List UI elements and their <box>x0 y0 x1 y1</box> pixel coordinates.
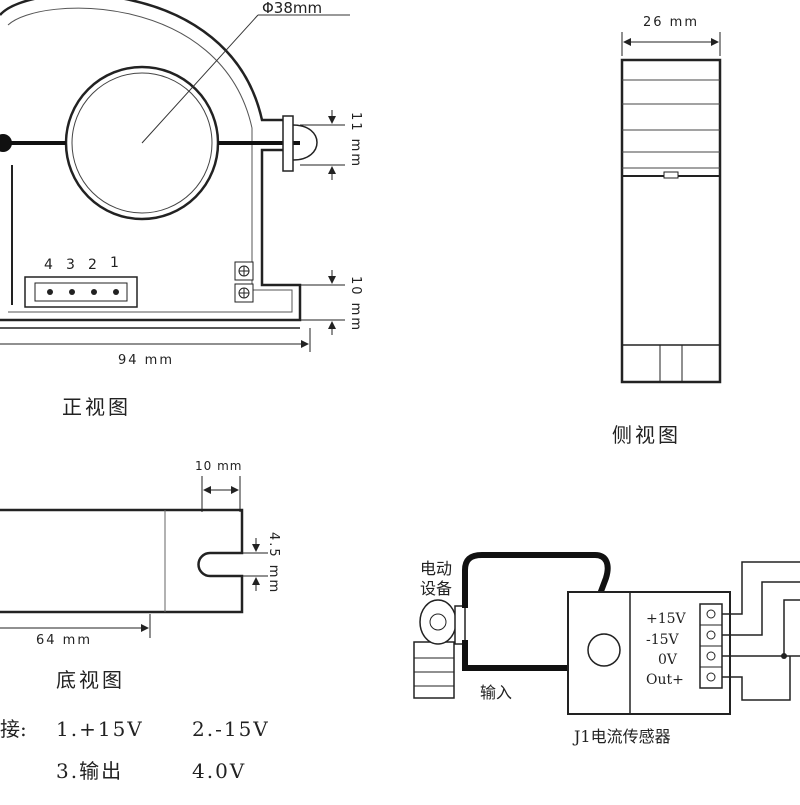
terminal-label-plus15: +15V <box>646 611 687 627</box>
pin-label-2: 2 <box>88 257 97 273</box>
front-view-caption: 正视图 <box>62 395 131 419</box>
sensor-label: J1电流传感器 <box>572 727 671 746</box>
bottom-view: 10 mm 4.5 mm 64 mm 底视图 <box>0 459 281 692</box>
input-label: 输入 <box>480 683 512 702</box>
pin-notes: 接: 1.+15V 2.-15V 3.输出 4.0V <box>0 717 270 783</box>
side-body <box>620 58 722 384</box>
dim-11mm: 11 mm <box>348 112 363 168</box>
terminal-label-minus15: -15V <box>646 632 680 648</box>
front-body-inner-outline <box>7 7 293 313</box>
front-view: Φ38mm 4 3 2 1 11 mm <box>0 0 363 419</box>
terminal-block <box>699 603 723 689</box>
pin-note-4: 4.0V <box>192 759 246 783</box>
pin-note-3: 3.输出 <box>56 759 123 783</box>
pin-label-1: 1 <box>110 255 119 271</box>
dim-10mm-bottom: 10 mm <box>195 459 242 473</box>
side-view-caption: 侧视图 <box>612 423 681 447</box>
pin-notes-prefix: 接: <box>0 717 27 741</box>
bottom-body-outline <box>0 508 244 614</box>
pin-note-1: 1.+15V <box>56 717 144 741</box>
pin-label-4: 4 <box>44 257 53 273</box>
pin-note-2: 2.-15V <box>192 717 270 741</box>
dim-94mm: 94 mm <box>118 353 174 368</box>
pin-connector: 4 3 2 1 <box>24 255 138 308</box>
dim-4-5mm: 4.5 mm <box>266 532 281 594</box>
input-wire <box>462 552 611 608</box>
bottom-view-caption: 底视图 <box>56 668 125 692</box>
device-label-line2: 设备 <box>420 579 452 598</box>
terminal-label-out: Out+ <box>646 672 684 688</box>
sensor-aperture <box>587 633 621 667</box>
dim-64mm: 64 mm <box>36 633 92 648</box>
motor-device-icon <box>413 599 466 699</box>
dim-10mm-front: 10 mm <box>348 276 363 332</box>
diameter-label: Φ38mm <box>262 0 322 17</box>
pin-label-3: 3 <box>66 257 75 273</box>
wiring-diagram: 电动 设备 输入 +15V -15V 0V Out+ <box>413 552 800 746</box>
dim-26mm: 26 mm <box>643 15 699 30</box>
terminal-label-0v: 0V <box>658 652 678 668</box>
side-view: 26 mm 侧视图 <box>612 15 722 447</box>
device-label-line1: 电动 <box>420 559 452 578</box>
